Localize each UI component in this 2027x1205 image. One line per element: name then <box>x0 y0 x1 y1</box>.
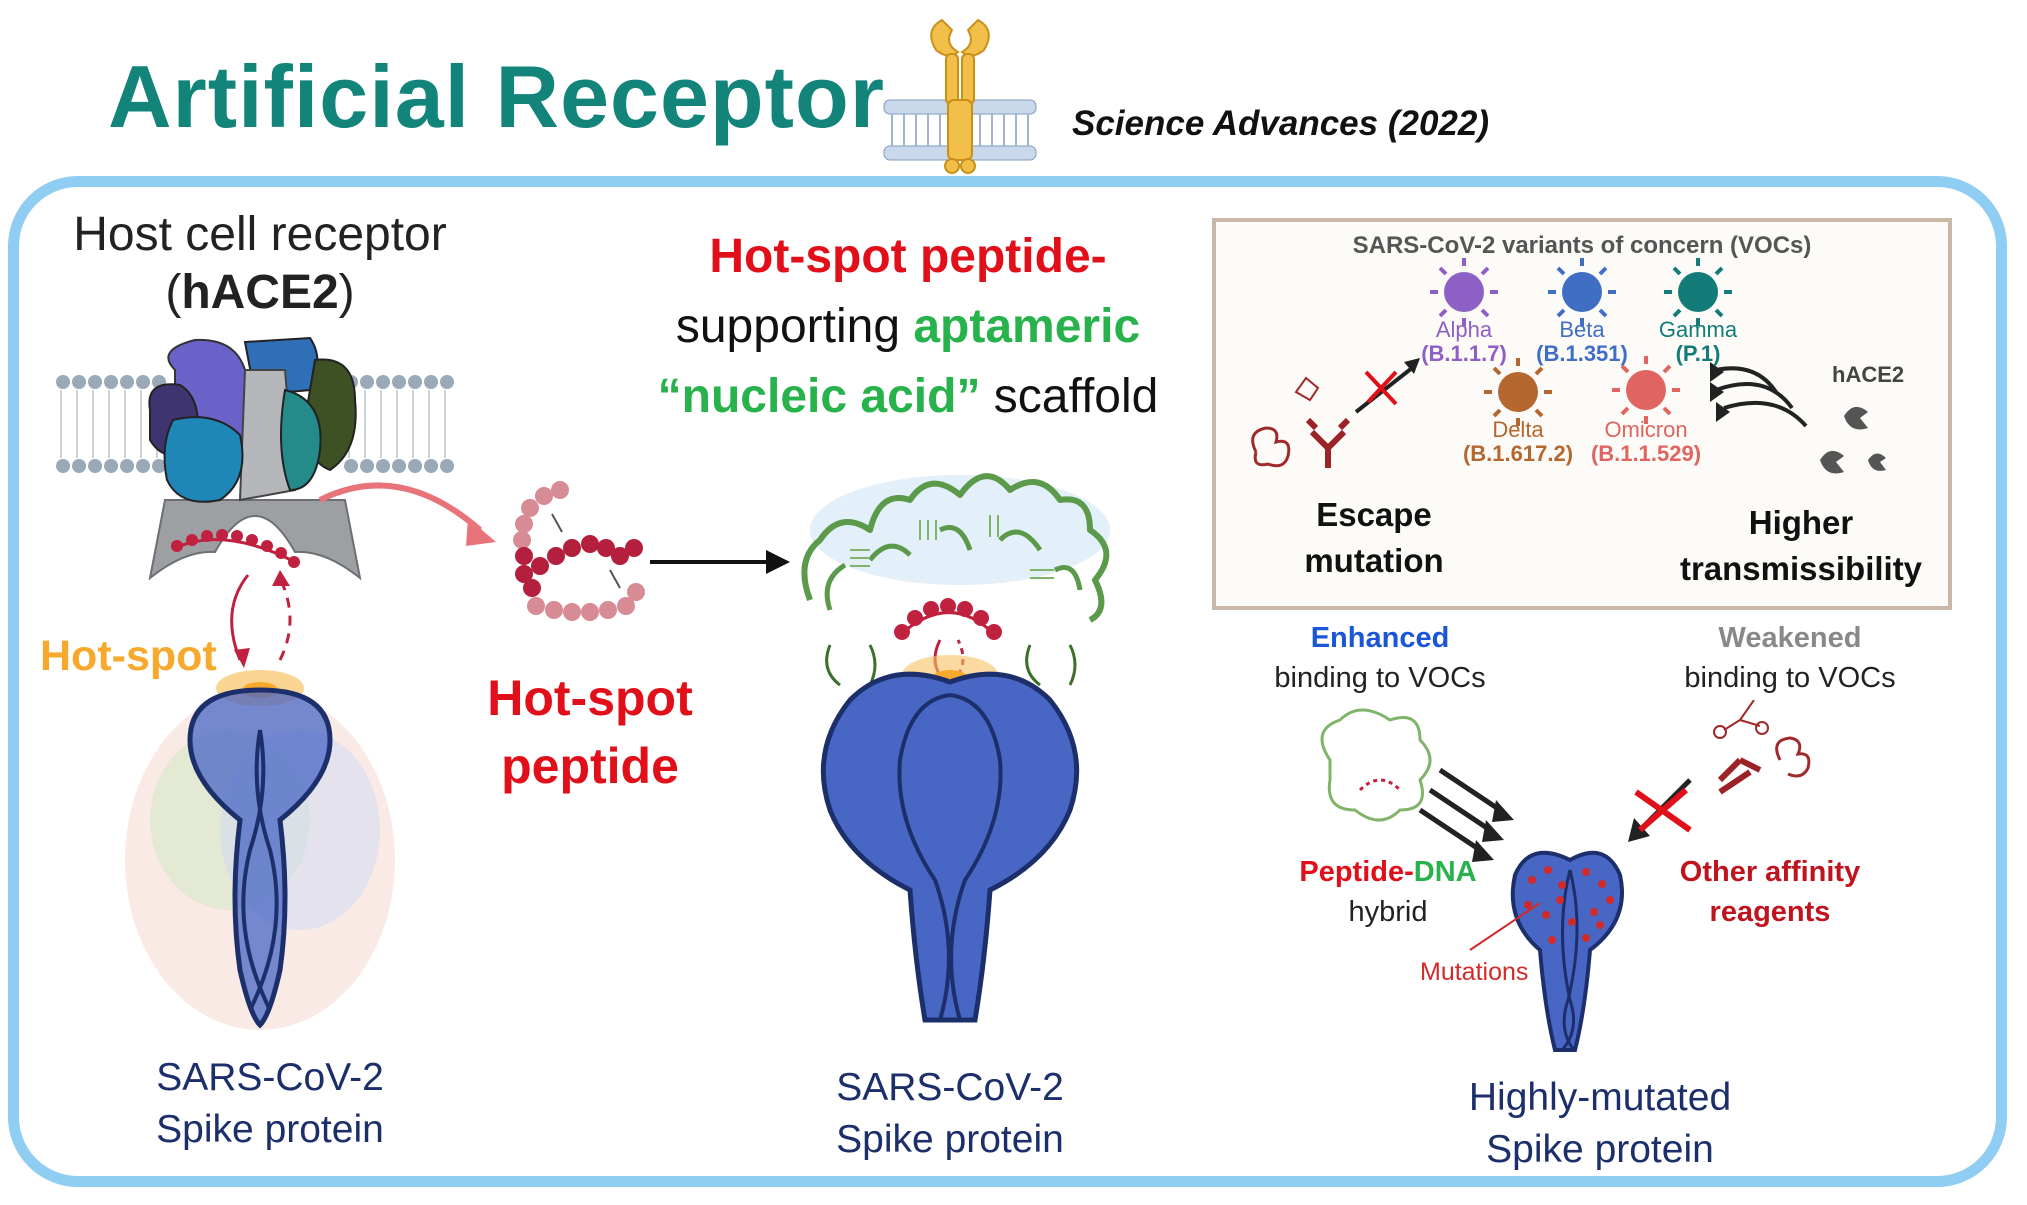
mutated-spike-line2: Spike protein <box>1486 1128 1714 1171</box>
hot-spot-peptide-label: Hot-spot peptide <box>470 664 710 800</box>
journal-year: (2022) <box>1387 104 1490 143</box>
hace2-small-label: hACE2 <box>1832 362 1905 387</box>
variant-beta-label: Beta (B.1.351) <box>1536 317 1628 366</box>
peptide-dna-hybrid-label: Peptide-DNA hybrid <box>1268 852 1508 932</box>
mutations-label: Mutations <box>1420 958 1529 986</box>
journal-citation: Science Advances (2022) <box>1072 104 1489 144</box>
membrane-receptor-icon <box>883 18 1037 174</box>
hot-spot-label: Hot-spot <box>40 632 217 680</box>
center-spike-line2: Spike protein <box>836 1118 1064 1161</box>
scaffold-title: Hot-spot peptide- supporting aptameric “… <box>628 222 1188 432</box>
voc-title: SARS-CoV-2 variants of concern (VOCs) <box>1352 232 1812 259</box>
pd-dash: - <box>1404 856 1414 888</box>
host-paren-close: ) <box>338 266 355 319</box>
variant-omicron-label: Omicron (B.1.1.529) <box>1590 417 1702 466</box>
scaffold-title-line2b: aptameric <box>913 300 1141 353</box>
scaffold-title-line2a: supporting <box>675 300 914 353</box>
pd-hybrid: hybrid <box>1348 896 1428 928</box>
host-paren-open: ( <box>165 266 182 319</box>
voc-panel: SARS-CoV-2 variants of concern (VOCs) <box>1212 218 1952 610</box>
mutated-spike-label: Highly-mutated Spike protein <box>1430 1072 1770 1176</box>
weakened-binding-label: Weakened binding to VOCs <box>1684 622 1896 694</box>
virus-delta-icon <box>1484 358 1552 426</box>
higher-transmissibility-label: Higher transmissibility <box>1679 504 1923 587</box>
scaffold-title-line1: Hot-spot peptide- <box>709 230 1107 283</box>
hace2-receptor-illustration <box>56 336 454 581</box>
other-affinity-reagents-label: Other affinity reagents <box>1679 856 1861 928</box>
voc-illustration <box>1251 258 1886 474</box>
left-spike-label: SARS-CoV-2 Spike protein <box>100 1052 440 1156</box>
receptor-arrows <box>230 482 496 668</box>
mutated-spike-line1: Highly-mutated <box>1468 1076 1732 1119</box>
variant-gamma-label: Gamma (P.1) <box>1658 317 1738 366</box>
aptamer-spike-center-illustration <box>801 473 1110 1023</box>
center-spike-line1: SARS-CoV-2 <box>836 1066 1064 1109</box>
host-label-line1: Host cell receptor <box>73 208 447 261</box>
hsp-line2: peptide <box>501 738 679 794</box>
host-receptor-name: hACE2 <box>181 266 339 319</box>
scaffold-title-line3a: “nucleic acid” <box>657 370 981 423</box>
escape-mutation-label: Escape mutation <box>1304 496 1444 579</box>
spike-protein-left-illustration <box>125 670 395 1030</box>
hsp-line1: Hot-spot <box>487 670 693 726</box>
virus-beta-icon <box>1548 258 1616 326</box>
page-title: Artificial Receptor <box>108 47 885 146</box>
pd-dna: DNA <box>1413 856 1477 888</box>
variant-alpha-label: Alpha (B.1.1.7) <box>1421 317 1507 366</box>
highly-mutated-spike-illustration <box>1320 700 1811 1052</box>
journal-name: Science Advances <box>1072 104 1379 143</box>
hace2-mini-receptors <box>1820 406 1886 474</box>
center-spike-label: SARS-CoV-2 Spike protein <box>780 1062 1120 1166</box>
virus-gamma-icon <box>1664 258 1732 326</box>
variant-delta-label: Delta (B.1.617.2) <box>1462 417 1574 466</box>
virus-omicron-icon <box>1612 356 1680 424</box>
hot-spot-peptide-illustration <box>513 481 790 621</box>
left-spike-line1: SARS-CoV-2 <box>156 1056 384 1099</box>
pd-peptide: Peptide <box>1299 856 1405 888</box>
scaffold-title-line3b: scaffold <box>980 370 1159 423</box>
virus-alpha-icon <box>1430 258 1498 326</box>
content-frame <box>8 176 2007 1187</box>
enhanced-binding-label: Enhanced binding to VOCs <box>1274 622 1486 694</box>
left-spike-line2: Spike protein <box>156 1108 384 1151</box>
host-receptor-label: Host cell receptor (hACE2) <box>50 206 470 322</box>
